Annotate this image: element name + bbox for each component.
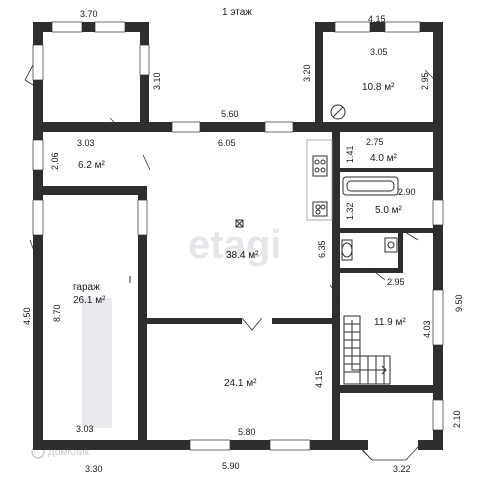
dim-bottom-room-height: 4.15 [314,370,324,388]
dim-small-room-height: 2.06 [50,152,60,170]
dim-top-right-left-height: 3.20 [302,64,312,82]
parking-spot [82,298,112,428]
dim-top-left-height: 3.10 [152,72,162,90]
stove-icon [312,201,328,217]
room-4-area: 4.0 м² [370,153,398,164]
fixtures [82,104,399,428]
floor-label: 1 этаж [222,7,252,18]
dim-garage-bottom: 3.30 [85,464,103,474]
vent-icon [235,219,244,228]
room-bottom-area: 24.1 м² [224,378,257,389]
dim-bottom-total: 5.90 [222,461,240,471]
dim-room4-height: 1.41 [345,145,355,163]
boiler-icon [330,104,346,120]
dim-top-left-width: 3.70 [80,9,98,19]
room-small-area: 6.2 м² [78,160,106,171]
watermark-small: ДомКлик [48,447,90,458]
garage-area: 26.1 м² [73,295,106,306]
dim-right-outer-height: 9.50 [454,294,464,312]
dim-stairs-height: 4.03 [422,320,432,338]
dim-hall-width: 6.05 [218,138,236,148]
dim-hall-height: 6.35 [317,240,327,258]
dim-corridor-top: 5.60 [221,109,239,119]
dim-top-right-right-height: 2.95 [420,72,430,90]
garage-name: гараж [73,282,100,293]
dim-top-right-inner: 3.05 [370,47,388,57]
bath-area: 5.0 м² [375,205,403,216]
dim-room4-width: 2.75 [366,137,384,147]
dim-garage-width-inner: 3.03 [76,424,94,434]
stairs-room-area: 11.9 м² [374,317,406,328]
dim-small-room-width: 3.03 [77,138,95,148]
dim-bath-height: 1.32 [345,202,355,220]
dim-corner-width: 3.22 [393,464,411,474]
watermark: etagi [188,223,281,267]
dim-garage-height: 8.70 [52,304,62,322]
doors [24,64,436,461]
dim-left-outer-height: 4.50 [22,307,32,325]
stairs-icon [343,315,391,385]
windows [32,21,444,451]
room-tr-area: 10.8 м² [362,82,395,93]
bathtub-icon [342,176,399,196]
dim-top-right-width: 4.15 [368,14,386,24]
hall-area: 38.4 м² [226,250,259,261]
washbasin-icon [384,237,398,253]
dim-corner-height: 2.10 [452,410,462,428]
dim-bath-width: 2.90 [398,187,416,197]
dim-bottom-room-width: 5.80 [238,427,256,437]
dim-wc-width: 2.95 [387,277,405,287]
sink-icon [312,155,328,177]
